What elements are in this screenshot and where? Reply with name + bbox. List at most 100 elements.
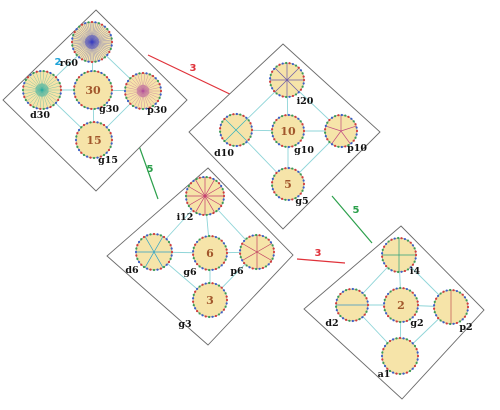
axis-line xyxy=(126,90,144,99)
vertex-dot xyxy=(301,123,304,126)
vertex-dot xyxy=(87,21,90,24)
vertex-dot xyxy=(288,62,291,65)
node-label: i12 xyxy=(177,212,194,223)
vertex-dot xyxy=(75,28,78,31)
vertex-dot xyxy=(411,342,414,345)
vertex-dot xyxy=(399,320,402,324)
vertex-dot xyxy=(395,287,398,290)
vertex-dot xyxy=(273,174,276,177)
vertex-dot xyxy=(222,194,226,198)
vertex-dot xyxy=(380,252,384,255)
vertex-dot xyxy=(273,138,276,141)
vertex-dot xyxy=(221,137,224,140)
vertex-dot xyxy=(192,293,195,297)
vertex-dot xyxy=(217,284,221,287)
vertex-dot xyxy=(439,319,442,322)
vertex-dot xyxy=(382,361,385,364)
vertex-dot xyxy=(413,344,417,348)
vertex-dot xyxy=(302,179,305,182)
vertex-dot xyxy=(264,236,268,239)
axis-line xyxy=(85,41,93,62)
vertex-dot xyxy=(96,156,99,159)
vertex-dot xyxy=(156,79,160,83)
axis-line xyxy=(153,236,164,253)
vertex-dot xyxy=(162,235,166,239)
axis-line xyxy=(26,78,43,91)
vertex-dot xyxy=(90,107,93,111)
axis-line xyxy=(142,90,158,102)
vertex-dot xyxy=(285,95,288,99)
node-p10: p10 xyxy=(323,113,367,154)
axis-line xyxy=(195,195,206,213)
vertex-dot xyxy=(273,89,276,93)
axis-line xyxy=(142,73,146,92)
axis-line xyxy=(91,30,109,43)
axis-line xyxy=(91,39,112,43)
vertex-dot xyxy=(22,85,25,88)
axis-line xyxy=(204,195,222,206)
vertex-dot xyxy=(337,114,340,117)
vertex-dot xyxy=(291,114,294,117)
axis-line xyxy=(91,33,111,43)
vertex-dot xyxy=(395,337,398,340)
node-label: d2 xyxy=(325,318,338,329)
vertex-dot xyxy=(239,113,242,116)
vertex-dot xyxy=(389,290,392,293)
axis-line xyxy=(39,89,43,109)
vertex-dot xyxy=(224,305,227,308)
vertex-dot xyxy=(100,23,104,26)
node-number: 15 xyxy=(86,134,101,147)
vertex-dot xyxy=(245,116,248,119)
vertex-dot xyxy=(159,234,162,237)
vertex-dot xyxy=(192,179,195,182)
axis-line xyxy=(41,73,52,91)
axis-line xyxy=(74,31,93,43)
vertex-dot xyxy=(94,60,97,63)
vertex-dot xyxy=(297,170,300,173)
vertex-dot xyxy=(80,73,83,76)
vertex-dot xyxy=(269,73,272,77)
axis-line xyxy=(72,35,93,43)
node-label: g2 xyxy=(410,318,423,329)
vertex-dot xyxy=(194,243,197,246)
vertex-dot xyxy=(268,77,272,80)
vertex-dot xyxy=(302,133,305,136)
vertex-dot xyxy=(411,263,415,266)
vertex-dot xyxy=(228,143,232,146)
vertex-dot xyxy=(135,106,138,109)
vertex-dot xyxy=(195,211,198,215)
vertex-dot xyxy=(105,76,109,79)
vertex-dot xyxy=(363,313,366,316)
axis-line xyxy=(87,22,93,43)
vertex-dot xyxy=(415,297,418,300)
vertex-dot xyxy=(297,195,300,198)
vertex-dot xyxy=(280,115,284,118)
vertex-dot xyxy=(297,91,300,94)
axis-line xyxy=(81,41,93,60)
vertex-dot xyxy=(169,244,172,247)
vertex-dot xyxy=(415,361,418,364)
vertex-dot xyxy=(110,85,113,88)
vertex-dot xyxy=(71,44,74,47)
vertex-dot xyxy=(339,292,342,296)
vertex-dot xyxy=(186,201,189,204)
vertex-dot xyxy=(270,184,274,187)
vertex-dot xyxy=(337,312,340,315)
vertex-dot xyxy=(381,258,384,262)
vertex-dot xyxy=(251,234,254,237)
vertex-dot xyxy=(220,239,223,242)
vertex-dot xyxy=(400,270,403,273)
vertex-dot xyxy=(86,107,89,110)
vertex-dot xyxy=(326,121,329,124)
vertex-dot xyxy=(156,233,159,236)
axis-line xyxy=(188,186,206,197)
axis-line xyxy=(76,28,93,43)
vertex-dot xyxy=(415,348,418,351)
vertex-dot xyxy=(24,78,27,82)
vertex-dot xyxy=(411,244,415,247)
vertex-dot xyxy=(225,248,228,251)
vertex-dot xyxy=(26,101,30,104)
vertex-dot xyxy=(158,83,161,86)
